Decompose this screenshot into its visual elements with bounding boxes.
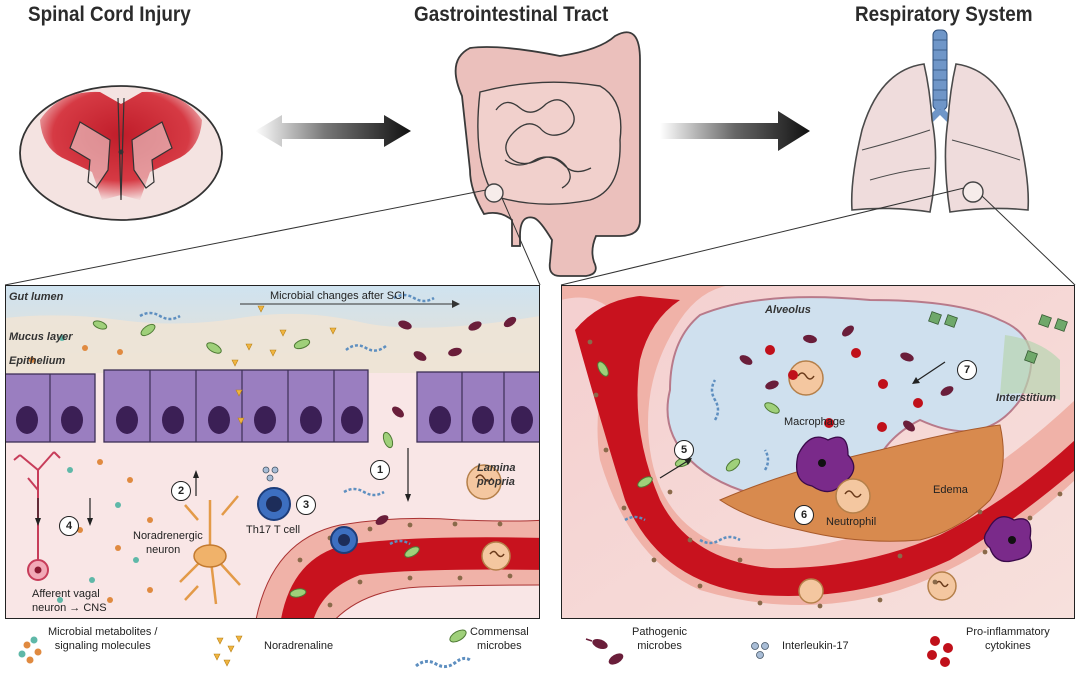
legend-commensal-line2: microbes — [477, 640, 522, 652]
epithelium-layer — [5, 369, 540, 443]
step-7-badge: 7 — [957, 360, 977, 380]
label-neutrophil: Neutrophil — [826, 516, 877, 528]
title-gastrointestinal-tract: Gastrointestinal Tract — [414, 3, 609, 26]
metabolites-icon — [18, 636, 42, 664]
title-respiratory-system: Respiratory System — [855, 3, 1033, 26]
legend-interleukin-line1: Interleukin-17 — [782, 640, 849, 652]
label-gut-lumen: Gut lumen — [9, 291, 64, 303]
legend-icons — [18, 629, 953, 669]
label-afferent: Afferent vagal — [32, 588, 100, 600]
legend-interleukin: Interleukin-17 — [782, 639, 849, 653]
lung-panel — [561, 285, 1075, 619]
label-neuron: neuron — [146, 544, 181, 556]
label-alveolus: Alveolus — [765, 304, 811, 316]
legend-cytokines-line2: cytokines — [984, 640, 1031, 652]
legend-noradrenaline-line1: Noradrenaline — [264, 640, 334, 652]
legend-metabolites-line2: signaling molecules — [54, 640, 151, 652]
cytokines-icon — [927, 636, 953, 667]
noradrenaline-icon — [213, 635, 243, 667]
label-macrophage: Macrophage — [784, 416, 846, 428]
legend-cytokines-line1: Pro-inflammatory — [966, 626, 1050, 638]
label-propria: propria — [477, 476, 515, 488]
th17-cell-icon — [257, 466, 291, 521]
pathogenic-icon — [585, 638, 624, 665]
legend-pathogenic-line2: microbes — [637, 640, 682, 652]
legend-pathogenic-line1: Pathogenic — [632, 626, 688, 638]
label-epithelium: Epithelium — [9, 355, 66, 367]
step-4-badge: 4 — [59, 516, 79, 536]
spinal-cord-illustration — [19, 85, 223, 221]
intestine-illustration — [454, 31, 641, 277]
label-noradrenergic: Noradrenergic — [133, 530, 203, 542]
legend-cytokines: Pro-inflammatory cytokines — [966, 625, 1050, 653]
legend-metabolites-line1: Microbial metabolites / — [48, 626, 158, 638]
noradrenergic-neuron-icon — [179, 495, 241, 605]
right-arrow-icon — [660, 111, 810, 151]
legend-noradrenaline: Noradrenaline — [264, 639, 333, 653]
step-5-badge: 5 — [674, 440, 694, 460]
lungs-illustration — [850, 29, 1030, 213]
legend-commensal: Commensal microbes — [470, 625, 529, 653]
gut-panel — [5, 285, 540, 619]
step-3-badge: 3 — [296, 495, 316, 515]
bidirectional-arrow-icon — [255, 115, 411, 147]
commensal-icon — [415, 629, 471, 669]
label-microbial-changes: Microbial changes after SCI — [270, 290, 406, 302]
title-spinal-cord-injury: Spinal Cord Injury — [28, 3, 191, 26]
legend-commensal-line1: Commensal — [470, 626, 529, 638]
label-edema: Edema — [933, 484, 968, 496]
step-1-badge: 1 — [370, 460, 390, 480]
legend-metabolites: Microbial metabolites / signaling molecu… — [48, 625, 157, 653]
label-interstitium: Interstitium — [996, 392, 1056, 404]
step-6-badge: 6 — [794, 505, 814, 525]
interleukin-icon — [751, 642, 769, 659]
label-mucus-layer: Mucus layer — [9, 331, 73, 343]
step-2-badge: 2 — [171, 481, 191, 501]
legend-pathogenic: Pathogenic microbes — [632, 625, 687, 653]
label-afferent-cns: neuron → CNS — [32, 602, 107, 614]
label-lamina: Lamina — [477, 462, 516, 474]
label-th17: Th17 T cell — [246, 524, 301, 536]
